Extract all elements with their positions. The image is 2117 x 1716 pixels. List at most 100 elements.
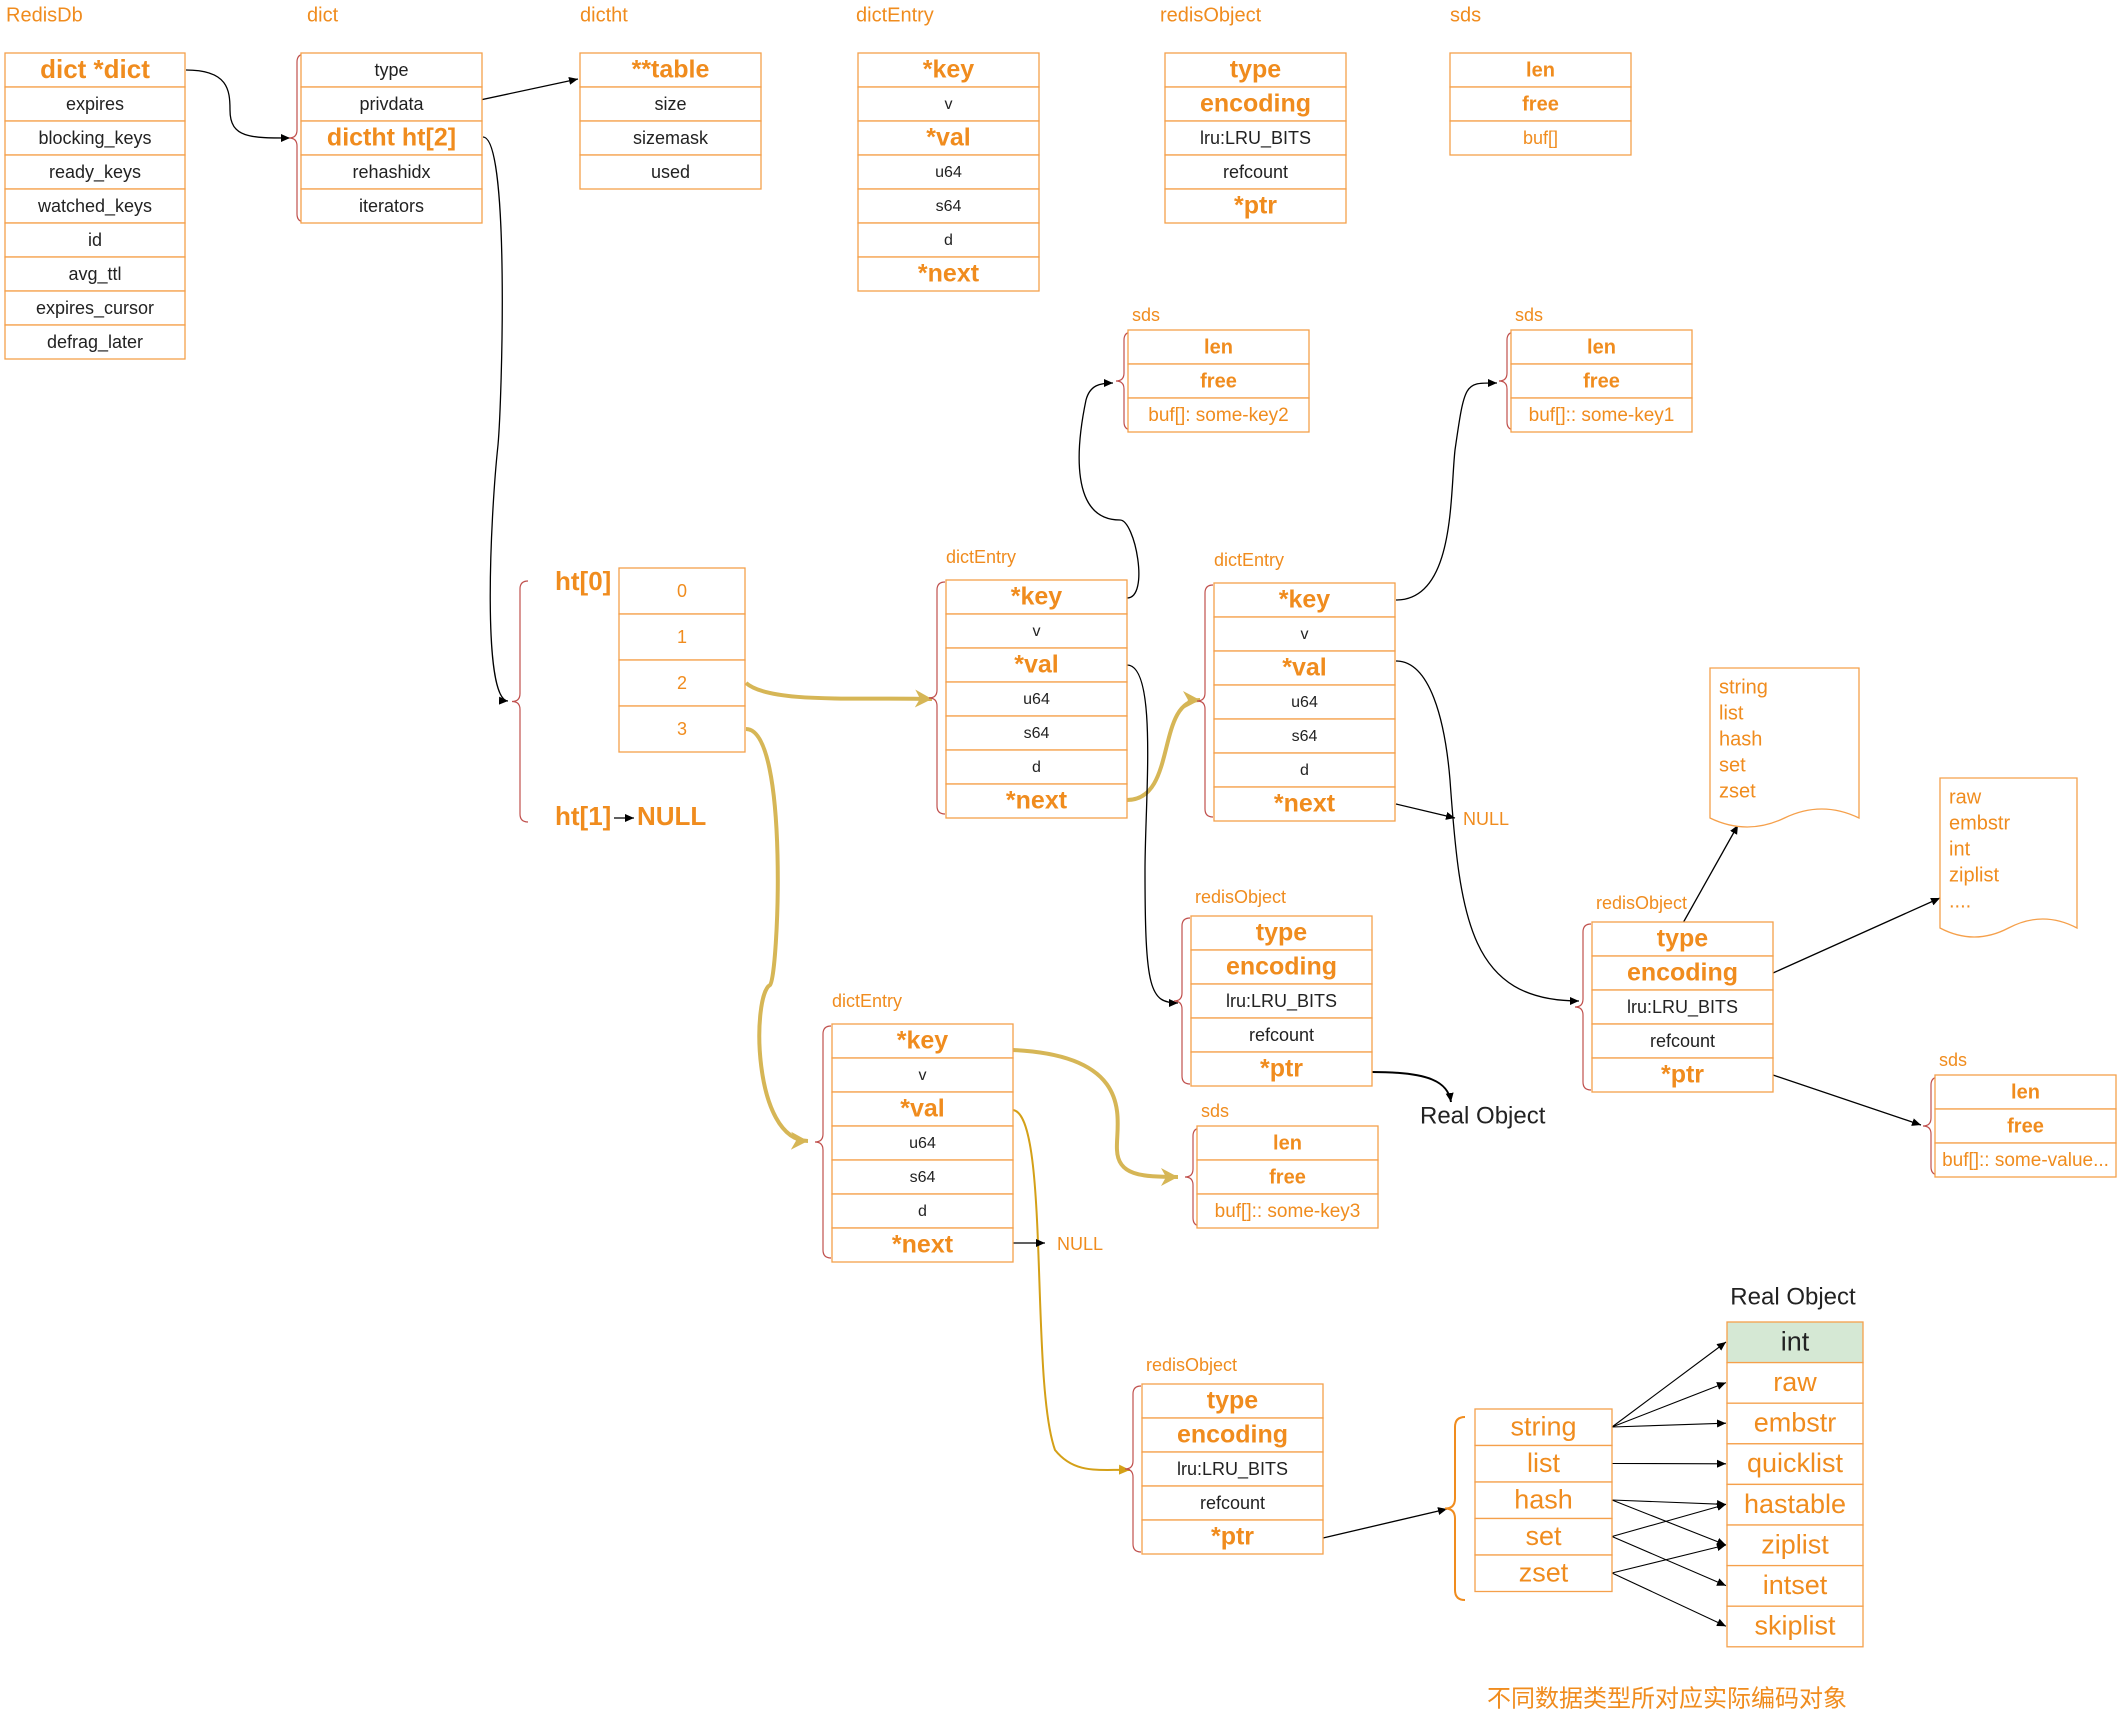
field-label: len — [2011, 1081, 2040, 1103]
note-line: ziplist — [1949, 864, 1999, 886]
note-line: list — [1719, 702, 1744, 724]
field-cell — [1141, 1519, 1324, 1555]
field-label: *next — [892, 1231, 954, 1259]
field-len: len — [1196, 1125, 1379, 1161]
field-label: ziplist — [1761, 1529, 1829, 1559]
field-cell — [4, 120, 186, 156]
field-cell — [1127, 363, 1310, 399]
field-ptr: *ptr — [1190, 1051, 1373, 1087]
redisobject-val2-heading: redisObject — [1596, 893, 1687, 913]
field-cell — [579, 154, 762, 190]
redisobject-val3-heading: redisObject — [1146, 1355, 1237, 1375]
field-cell — [1213, 650, 1396, 686]
field-label: len — [1204, 336, 1233, 358]
field-cell — [4, 154, 186, 190]
note-shape — [1939, 777, 2078, 938]
field-cell — [945, 681, 1128, 717]
val1-arrow — [1126, 664, 1179, 1007]
field-label: free — [1200, 370, 1237, 392]
field-label: expires_cursor — [36, 298, 154, 319]
field-cell — [945, 579, 1128, 615]
field-cell — [1164, 86, 1347, 122]
bucket2-arrow — [744, 681, 933, 708]
field-cell — [1449, 52, 1632, 88]
field-label: free — [1522, 93, 1559, 115]
field-label: v — [1033, 623, 1041, 640]
field-len: len — [1934, 1074, 2117, 1110]
encoding-list: intrawembstrquicklisthastableziplistints… — [1726, 1321, 1864, 1648]
field-label: avg_ttl — [68, 264, 121, 285]
field-used: used — [579, 154, 762, 190]
field-cell — [1213, 684, 1396, 720]
field-key: *key — [857, 52, 1040, 88]
field-cell — [618, 613, 746, 661]
field-table: **table — [579, 52, 762, 88]
sds-some-key3-heading: sds — [1201, 1101, 1229, 1121]
field-d: d — [831, 1193, 1014, 1229]
field-type: type — [1141, 1383, 1324, 1419]
field-cell — [1164, 188, 1347, 224]
field-cell — [857, 188, 1040, 224]
field-buf-some-key1: buf[]:: some-key1 — [1510, 397, 1693, 433]
field-label: u64 — [909, 1135, 936, 1152]
field-cell — [857, 120, 1040, 156]
heading-dictentry: dictEntry — [856, 4, 934, 26]
field-label: lru:LRU_BITS — [1177, 1459, 1288, 1480]
note-line: string — [1719, 676, 1768, 698]
field-skiplist: skiplist — [1726, 1605, 1864, 1648]
field-cell — [1726, 1402, 1864, 1445]
field-cell — [4, 222, 186, 258]
field-cell — [1141, 1485, 1324, 1521]
field-label: expires — [66, 94, 124, 114]
field-cell — [857, 222, 1040, 258]
type-encoding-arrow — [1611, 1499, 1727, 1546]
field-sizemask: sizemask — [579, 120, 762, 156]
field-label: *val — [1282, 654, 1326, 682]
field-cell — [618, 705, 746, 753]
field-label: *key — [1279, 586, 1331, 614]
val2-arrow — [1395, 660, 1580, 1005]
field-label: type — [1256, 919, 1308, 947]
field-lru-lru-bits: lru:LRU_BITS — [1190, 983, 1373, 1019]
field-cell — [1190, 915, 1373, 951]
field-cell — [1196, 1159, 1379, 1195]
field-cell — [831, 1227, 1014, 1263]
field-label: id — [88, 230, 102, 250]
field-cell — [1141, 1451, 1324, 1487]
field-raw: raw — [1726, 1361, 1864, 1404]
sds-some-key2-heading: sds — [1132, 305, 1160, 325]
field-cell — [579, 86, 762, 122]
redisobject-val1-heading: redisObject — [1195, 887, 1286, 907]
field-label: defrag_later — [47, 332, 143, 353]
ht1-label: ht[1] — [555, 801, 611, 831]
field-label: refcount — [1650, 1031, 1715, 1051]
field-cell — [831, 1057, 1014, 1093]
field-label: *val — [1014, 651, 1058, 679]
field-id: id — [4, 222, 186, 258]
field-refcount: refcount — [1190, 1017, 1373, 1053]
field-label: rehashidx — [352, 162, 430, 182]
field-type: type — [1164, 52, 1347, 88]
field-label: encoding — [1627, 959, 1738, 987]
field-cell — [1474, 1408, 1613, 1447]
type-encoding-arrow — [1611, 1341, 1727, 1428]
field-1: 1 — [618, 613, 746, 661]
field-s64: s64 — [831, 1159, 1014, 1195]
field-cell — [831, 1193, 1014, 1229]
field-cell — [1934, 1108, 2117, 1144]
field-2: 2 — [618, 659, 746, 707]
field-cell — [1213, 786, 1396, 822]
field-label: lru:LRU_BITS — [1200, 128, 1311, 149]
field-label: u64 — [935, 164, 962, 181]
field-encoding: encoding — [1591, 955, 1774, 991]
field-cell — [1196, 1193, 1379, 1229]
dictentry-bucket2-brace — [928, 581, 946, 815]
field-label: hash — [1514, 1484, 1573, 1514]
field-cell — [579, 52, 762, 88]
field-blocking-keys: blocking_keys — [4, 120, 186, 156]
